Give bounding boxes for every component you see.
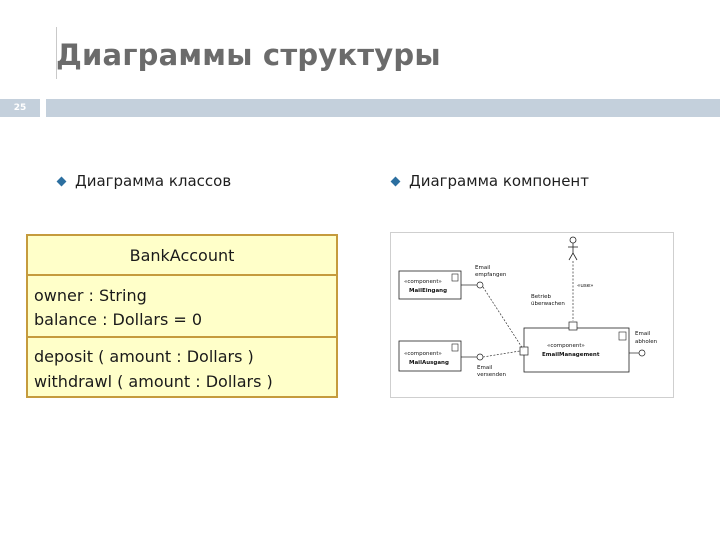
title-accent-line — [56, 27, 57, 79]
label-betrieb: überwachen — [531, 301, 565, 307]
label-email-empfangen: empfangen — [475, 272, 507, 278]
component-stereotype: «component» — [547, 343, 585, 349]
bullet-class-diagram: Диаграмма классов — [56, 172, 232, 190]
bullet-diamond-icon — [56, 176, 67, 186]
component-name: MailEingang — [409, 288, 447, 294]
class-operation: deposit ( amount : Dollars ) — [34, 347, 254, 366]
label-email-empfangen: Email — [475, 265, 491, 271]
label-email-versenden: versenden — [477, 372, 507, 378]
bullet-label: Диаграмма классов — [75, 172, 232, 190]
use-label: «use» — [577, 283, 593, 289]
bullet-diamond-icon — [390, 176, 401, 186]
component-diagram: «use» «component» MailEingang Email empf… — [390, 232, 674, 398]
component-stereotype: «component» — [404, 279, 442, 285]
label-betrieb: Betrieb — [531, 294, 551, 300]
slide-number: 25 — [0, 99, 40, 117]
bullet-component-diagram: Диаграмма компонент — [390, 172, 589, 190]
actor-icon — [568, 236, 578, 261]
class-attribute: owner : String — [34, 286, 147, 305]
label-email-abholen: abholen — [635, 339, 658, 345]
class-attribute: balance : Dollars = 0 — [34, 310, 203, 329]
page-title: Диаграммы структуры — [56, 38, 441, 72]
component-name: EmailManagement — [542, 352, 600, 358]
class-attributes: owner : String balance : Dollars = 0 — [28, 276, 336, 338]
class-operation: withdrawl ( amount : Dollars ) — [34, 372, 273, 391]
bullet-label: Диаграмма компонент — [409, 172, 589, 190]
component-emailmanagement: «component» EmailManagement — [523, 327, 630, 373]
header-bar — [46, 99, 720, 117]
component-stereotype: «component» — [404, 351, 442, 357]
uml-class-box: BankAccount owner : String balance : Dol… — [26, 234, 338, 398]
label-email-versenden: Email — [477, 365, 493, 371]
label-email-abholen: Email — [635, 331, 651, 337]
class-name: BankAccount — [28, 236, 336, 276]
component-name: MailAusgang — [409, 360, 449, 366]
component-mailausgang: «component» MailAusgang — [398, 340, 462, 372]
class-operations: deposit ( amount : Dollars ) withdrawl (… — [28, 338, 336, 394]
component-maileingang: «component» MailEingang — [398, 270, 462, 300]
